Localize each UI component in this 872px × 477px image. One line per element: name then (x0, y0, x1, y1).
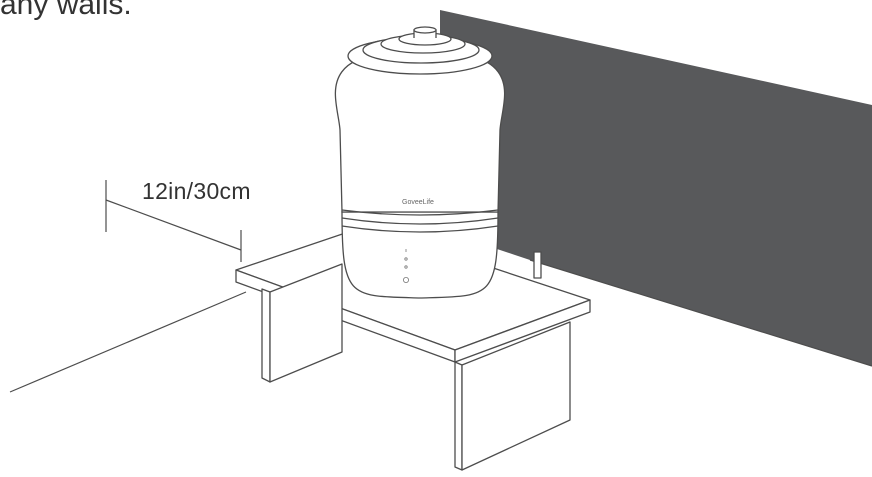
brand-logo-text: GoveeLife (402, 199, 434, 206)
dimension-label: 12in/30cm (142, 178, 251, 204)
floor-lines (9, 259, 872, 393)
control-buttons (402, 249, 409, 283)
caption-text: any walls. (0, 0, 132, 21)
dimension-indicator (105, 180, 242, 262)
humidifier (334, 26, 506, 299)
wall-panel (440, 10, 872, 366)
